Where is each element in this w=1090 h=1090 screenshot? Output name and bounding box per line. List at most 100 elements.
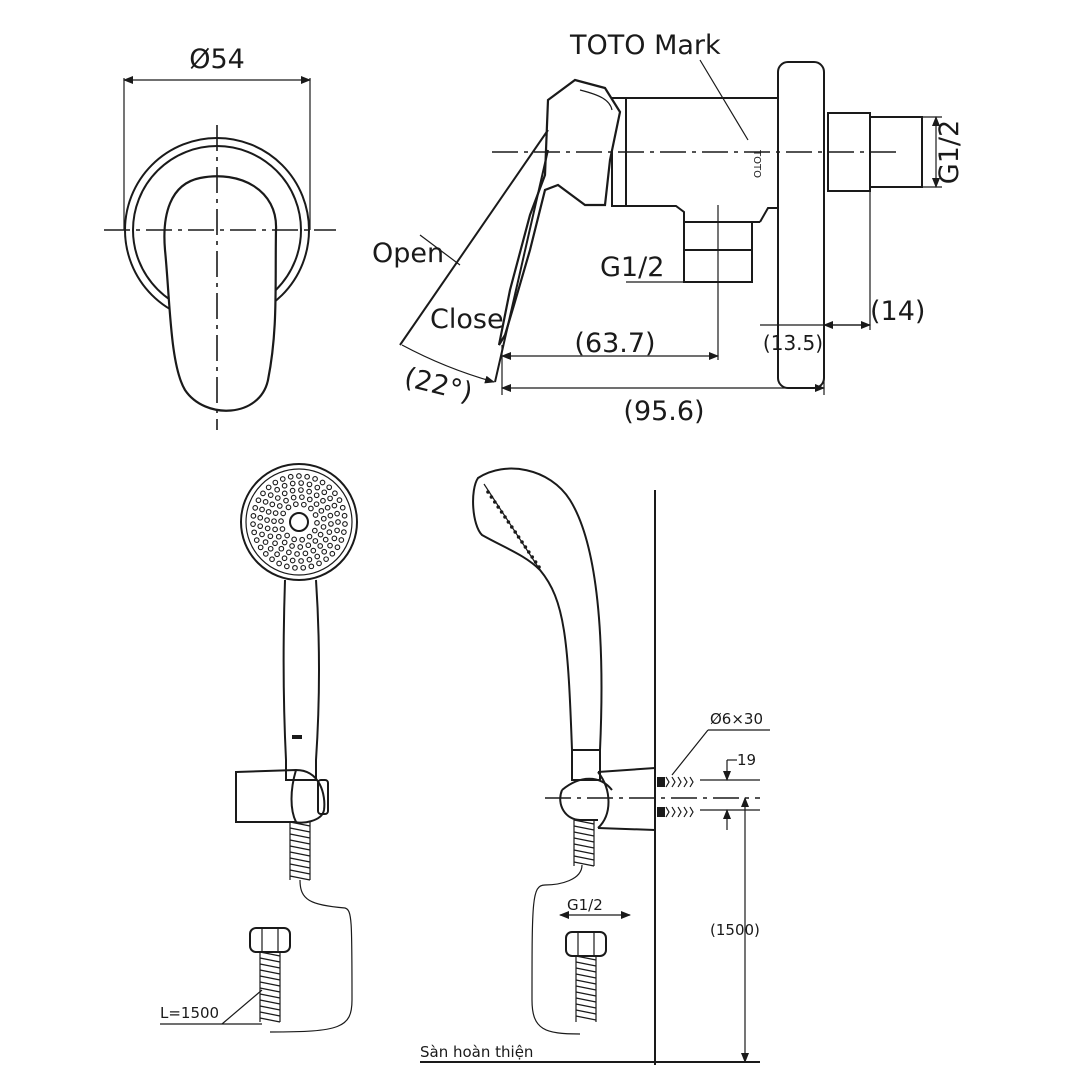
nozzle-hole [271, 518, 277, 525]
nozzle-hole [289, 487, 296, 494]
nozzle-hole [274, 486, 280, 493]
nozzle-hole [499, 510, 504, 514]
hose-coil-ring [289, 827, 311, 833]
nozzle-hole [265, 509, 272, 515]
nozzle-hole [259, 506, 265, 513]
nozzle-hole [527, 550, 531, 554]
nozzle-hole [308, 505, 314, 512]
screw-thread [665, 776, 670, 788]
nozzle-hole [308, 563, 315, 570]
nozzle-hole [267, 545, 274, 552]
nozzle-hole [279, 526, 286, 532]
nozzle-hole [253, 537, 260, 544]
nozzle-hole [313, 501, 320, 508]
nozzle-hole [276, 560, 282, 567]
nozzle-hole [300, 564, 307, 571]
nozzle-hole [296, 473, 302, 479]
hose-coil-ring [573, 819, 595, 825]
nozzle-hole [341, 529, 347, 536]
dim-19-label: 19 [737, 751, 756, 769]
nozzle-hole [314, 553, 321, 560]
nozzle-hole [281, 539, 288, 546]
nozzle-hole [283, 497, 289, 504]
nozzle-hole [281, 490, 288, 497]
nozzle-hole [292, 501, 299, 508]
screw-thread [671, 806, 676, 818]
screw-thread [677, 806, 682, 818]
screw-thread [683, 776, 688, 788]
screw-thread [677, 776, 682, 788]
nozzle-hole [299, 536, 306, 543]
hose-coil-ring [289, 821, 311, 827]
nozzle-hole [320, 515, 327, 522]
nozzle-hole [255, 497, 262, 504]
nozzle-hole [310, 547, 317, 554]
dim-63-7-label: (63.7) [574, 328, 655, 359]
mixer-side-view: TOTO [399, 59, 942, 395]
nozzle-hole [322, 536, 329, 543]
nozzle-hole [503, 515, 507, 519]
screw-thread [683, 806, 688, 818]
nozzle-hole [304, 473, 310, 480]
nozzle-hole [327, 542, 333, 549]
nozzle-hole [338, 537, 345, 543]
dim-95-6-label: (95.6) [623, 396, 704, 427]
hose-coil-ring [575, 955, 597, 961]
nozzle-hole [278, 518, 284, 524]
nozzle-hole [286, 549, 292, 556]
nozzle-hole [289, 557, 296, 564]
nozzle-hole [298, 487, 304, 493]
nozzle-hole [272, 526, 278, 533]
nozzle-hole [496, 505, 501, 509]
hose-coil-ring [575, 1015, 597, 1021]
hose-coil-ring [573, 843, 595, 849]
nozzle-hole [274, 495, 281, 501]
hose-coil-left-bottom [259, 951, 281, 1023]
anchor-screws [657, 776, 694, 818]
nozzle-hole [306, 481, 313, 488]
hand-shower-front-view [160, 463, 358, 1033]
hose-coil-ring [575, 985, 597, 991]
hose-coil-right-bottom [575, 955, 597, 1022]
nozzle-hole [264, 517, 270, 523]
close-label: Close [430, 304, 504, 335]
hose-coil-ring [259, 999, 281, 1005]
nozzle-hole [272, 540, 278, 547]
hose-coil-ring [259, 957, 281, 963]
thread-right-label: G1/2 [934, 120, 965, 184]
nozzle-hole [329, 550, 336, 557]
nozzle-hole [276, 503, 283, 509]
nozzle-hole [312, 512, 319, 518]
nozzle-hole [306, 556, 313, 563]
nozzle-hole [312, 476, 318, 482]
nozzle-hole [326, 484, 333, 491]
nozzle-hole [314, 484, 321, 491]
hose-coil-ring [575, 1003, 597, 1009]
nozzle-hole [252, 505, 259, 511]
nozzle-hole [250, 513, 257, 519]
nozzle-hole [321, 548, 328, 555]
nozzle-hole [486, 490, 490, 494]
dim-14-label: (14) [870, 296, 925, 327]
nozzle-hole [251, 529, 258, 536]
hose-coil-ring [573, 825, 595, 831]
nozzle-hole [260, 490, 266, 497]
nozzle-hole [297, 544, 304, 550]
thread-outlet-label: G1/2 [600, 252, 664, 283]
nozzle-hole [281, 482, 288, 489]
hose-coil-ring [289, 845, 311, 851]
nozzle-hole [274, 551, 280, 558]
nozzle-hole [334, 544, 341, 551]
nozzle-hole [290, 494, 297, 501]
nozzle-hole [272, 510, 279, 516]
hose-coil-ring [575, 973, 597, 979]
nozzle-hole [316, 560, 322, 567]
diameter-label: Ø54 [189, 44, 245, 75]
nozzle-hole [317, 543, 324, 549]
nozzle-hole [311, 527, 318, 534]
nozzle-hole [279, 476, 286, 482]
nozzle-hole [489, 495, 494, 499]
nozzle-hole [324, 504, 331, 511]
shower-nozzles [250, 473, 348, 571]
nozzle-hole [302, 550, 309, 557]
